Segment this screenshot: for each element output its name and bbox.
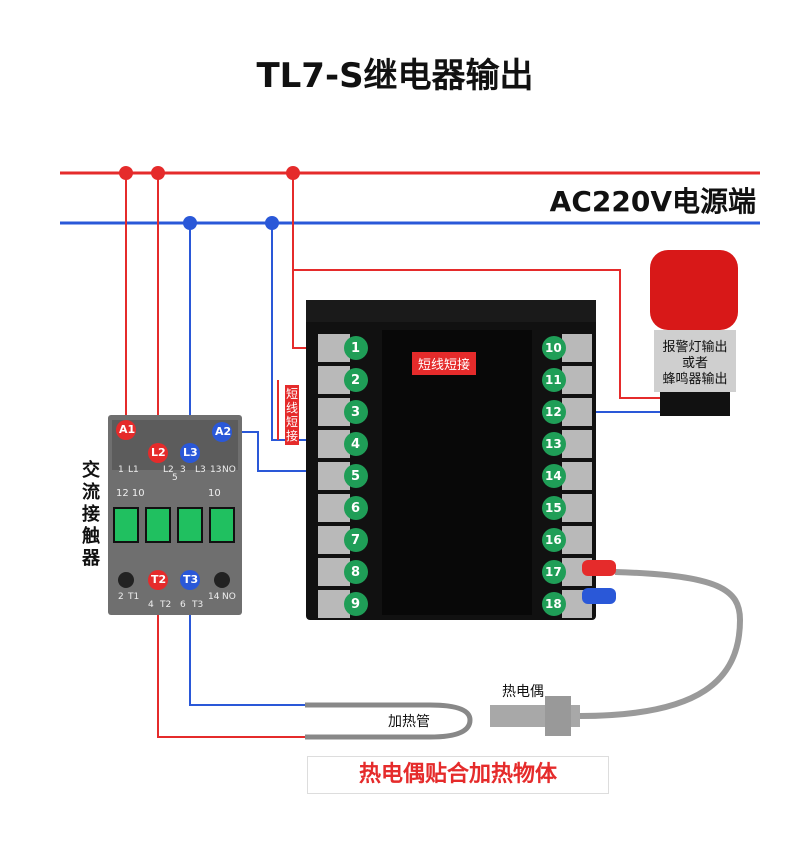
thermocouple-nut [545,696,571,736]
contactor-print-10: 10 [208,488,221,499]
contactor-print-14: 14 [208,592,220,602]
contactor-label: 交流接触器 [82,460,100,569]
terminal-11: 11 [545,373,562,387]
contactor-print-l2: L2 [163,465,174,475]
badge-t2 [148,570,168,590]
terminal-9: 9 [351,597,361,612]
terminal-16: 16 [545,533,562,547]
short-label-left: 短线短接 [285,385,299,445]
heater-label: 加热管 [388,714,430,730]
contactor-print-5: 5 [172,473,178,483]
contactor-print-no-2: NO [222,592,236,602]
contactor-print-no: NO [222,465,236,475]
terminal-4: 4 [351,437,361,452]
terminal-13: 13 [545,437,562,451]
wire-t3-to-heater [189,590,305,706]
wire-red-to-alarm [293,269,680,399]
terminal-3: 3 [351,405,361,420]
terminal-5: 5 [351,469,361,484]
contactor-print-t1: T1 [128,592,140,602]
terminal-a1-label: A1 [119,423,136,436]
badge-a1 [116,420,136,440]
terminal-t3-label: T3 [183,573,199,586]
contactor-print-1: 1 [118,465,124,475]
thermocouple-cable [579,569,744,719]
terminal-10: 10 [545,341,562,355]
contactor-window-2 [145,507,171,543]
alarm-label-line1: 报警灯输出 [662,340,728,355]
contactor-print-6: 6 [180,600,186,610]
wire-a2-to-t5 [232,431,340,472]
contactor-window-1 [113,507,139,543]
left-terminal-screws [318,334,350,618]
alarm-label-line3: 蜂鸣器输出 [662,372,728,387]
badge-l2 [148,443,168,463]
short-label-top: 短线短接 [412,352,477,375]
terminal-8: 8 [351,565,361,580]
thermocouple-lug-red [582,560,616,576]
terminal-17: 17 [545,565,562,579]
badge-a2 [212,422,232,442]
contactor-window-3 [177,507,203,543]
terminal-12: 12 [545,405,562,419]
contactor-print-t3: T3 [192,600,204,610]
terminal-a2-label: A2 [215,425,232,438]
wire-t2-to-heater [157,590,305,738]
left-terminal-badges [344,336,368,616]
page-title: TL7-S继电器输出 [256,56,534,96]
badge-l3 [180,443,200,463]
contactor-print-l3: L3 [195,465,206,475]
terminal-15: 15 [545,501,562,515]
alarm-base [660,392,730,416]
attach-note-banner: 热电偶贴合加热物体 [307,756,609,794]
thermocouple-label: 热电偶 [502,684,544,700]
right-terminal-badges [542,336,566,616]
alarm-dome [650,250,738,330]
contactor-print-1210: 12 10 [116,488,145,499]
contactor-screw-4 [214,572,230,588]
controller-face [382,330,532,615]
thermocouple-lug-blue [582,588,616,604]
terminal-2: 2 [351,373,361,388]
contactor-print-t2: T2 [160,600,172,610]
power-source-label: AC220V电源端 [549,185,756,218]
terminal-18: 18 [545,597,562,611]
terminal-7: 7 [351,533,361,548]
heater-coil [305,702,473,740]
badge-t3 [180,570,200,590]
contactor-print-l1: L1 [128,465,139,475]
controller-top-bezel [306,300,596,322]
right-terminal-screws [562,334,592,618]
contactor-window-4 [209,507,235,543]
terminal-14: 14 [545,469,562,483]
terminal-l2-label: L2 [151,446,166,459]
terminal-1: 1 [351,341,361,356]
contactor-print-3: 3 [180,465,186,475]
terminal-6: 6 [351,501,361,516]
terminal-t2-label: T2 [151,573,167,586]
alarm-label-line2: 或者 [681,356,708,371]
contactor-screw-1 [118,572,134,588]
terminal-l3-label: L3 [183,446,198,459]
contactor-print-13: 13 [210,465,222,475]
alarm-mid [654,330,736,392]
contactor-print-2: 2 [118,592,124,602]
contactor-print-4: 4 [148,600,154,610]
